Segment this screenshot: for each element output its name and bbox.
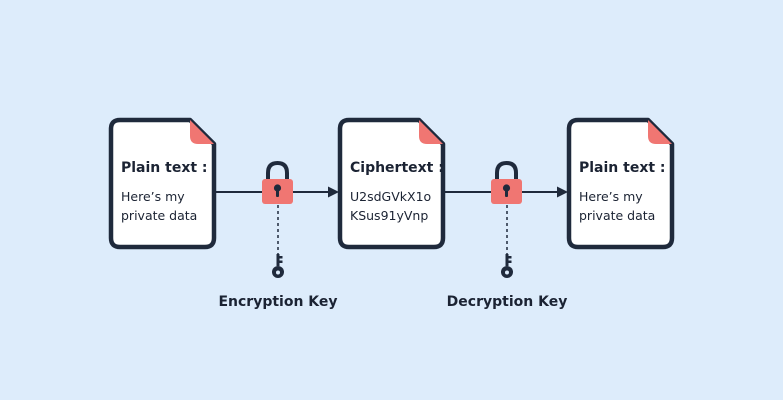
- document-text-line: Here’s my: [579, 189, 643, 204]
- document-text-line: U2sdGVkX1o: [350, 189, 432, 204]
- decryption-padlock-icon: [491, 160, 522, 204]
- document-text-line: Here’s my: [121, 189, 185, 204]
- encryption-key-label: Encryption Key: [218, 294, 338, 310]
- document-text-line: private data: [121, 208, 198, 223]
- encryption-padlock-icon: [262, 160, 293, 204]
- document-title: Plain text :: [579, 160, 666, 176]
- document-text-line: KSus91yVnp: [350, 208, 429, 223]
- decrypted-document-icon: [566, 117, 675, 250]
- decryption-key-icon: [501, 254, 513, 278]
- ciphertext-document-icon: [337, 117, 446, 250]
- document-text-line: private data: [579, 208, 656, 223]
- decryption-key-label: Decryption Key: [446, 294, 568, 310]
- document-title: Ciphertext :: [350, 160, 444, 176]
- plaintext-document-icon: [108, 117, 217, 250]
- document-title: Plain text :: [121, 160, 208, 176]
- encryption-key-icon: [272, 254, 284, 278]
